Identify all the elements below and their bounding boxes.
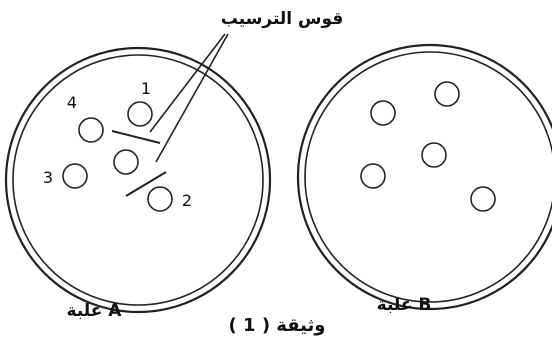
document-caption: وثيقة ( 1 )	[229, 315, 326, 336]
dish-a: 1 4 3 2	[4, 46, 272, 314]
dish-a-outer-rim	[4, 46, 272, 314]
dish-b-outer-rim	[296, 43, 552, 311]
dish-a-colony-1	[127, 101, 153, 127]
sedimentation-line-lower	[125, 171, 167, 197]
dish-b-colony	[434, 81, 460, 107]
dish-b-colony	[360, 163, 386, 189]
pointer-line-lower	[155, 33, 229, 163]
dish-b-colony	[421, 142, 447, 168]
sedimentation-arc-label: قوس الترسيب	[221, 9, 344, 29]
dish-a-colony-3	[62, 163, 88, 189]
colony-number-3: 3	[43, 168, 53, 187]
pointer-line-upper	[149, 33, 226, 133]
dish-b-label: علبة B	[377, 295, 432, 315]
colony-number-4: 4	[67, 93, 77, 112]
dish-a-colony-4	[78, 117, 104, 143]
colony-number-2: 2	[182, 191, 192, 210]
colony-number-1: 1	[141, 79, 151, 98]
dish-b	[296, 43, 552, 311]
dish-b-colony	[370, 100, 396, 126]
dish-b-inner-rim	[304, 51, 552, 303]
dish-a-label: علبة A	[67, 301, 123, 321]
dish-b-colony	[470, 186, 496, 212]
dish-a-inner-rim	[12, 54, 264, 306]
sedimentation-line-upper	[111, 130, 161, 144]
dish-a-colony-2	[147, 186, 173, 212]
dish-a-colony-center	[113, 149, 139, 175]
